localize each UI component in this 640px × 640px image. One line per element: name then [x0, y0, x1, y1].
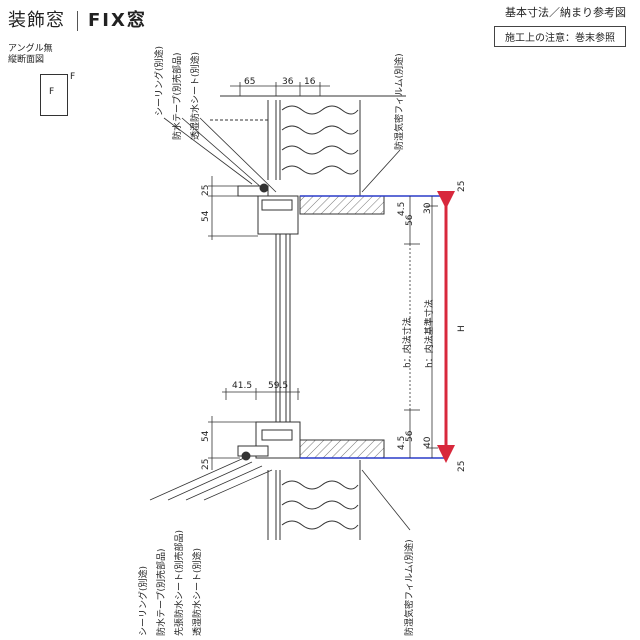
header-right: 基本寸法／納まり参考図 施工上の注意：巻末参照	[494, 4, 626, 47]
inner-ref-dim-label: h：内法基準寸法	[423, 299, 435, 368]
dim-bottom-4-5: 4.5	[397, 436, 407, 450]
subtitle: 基本寸法／納まり参考図	[505, 6, 626, 19]
label-bottom-sealing: シーリング(別途)	[137, 566, 149, 636]
leaders-top	[163, 117, 401, 193]
glass-pane	[275, 234, 291, 422]
model-name: FIX窓	[88, 10, 147, 31]
dim-top-25: 25	[201, 185, 211, 196]
mini-window-tag: F	[70, 72, 76, 82]
height-H-label: H	[457, 325, 467, 332]
page-title: 装飾窓 FIX窓	[8, 6, 147, 32]
dim-top-30: 30	[423, 202, 433, 214]
inner-dim-label: h：内法寸法	[401, 317, 413, 368]
label-top-moisture-sheet: 透湿防水シート(別途)	[189, 52, 201, 140]
dim-bottom-40: 40	[423, 436, 433, 448]
dim-right-25-bottom: 25	[457, 461, 467, 472]
dim-top-36: 36	[282, 77, 294, 87]
dim-top-54: 54	[201, 210, 211, 222]
mini-window-icon: F	[40, 74, 68, 116]
title-separator	[77, 11, 78, 31]
label-top-vapor-film: 防湿気密フィルム(別途)	[393, 53, 405, 150]
label-bottom-vapor-film: 防湿気密フィルム(別途)	[403, 539, 415, 636]
legend-line-1: アングル無	[8, 44, 53, 54]
label-top-sealing: シーリング(別途)	[153, 46, 165, 116]
section-legend: アングル無 縦断面図	[8, 44, 53, 66]
product-name: 装飾窓	[8, 10, 65, 31]
dim-bottom-59-5: 59.5	[268, 381, 288, 391]
dim-bottom-25: 25	[201, 459, 211, 470]
label-bottom-waterproof-tape: 防水テープ(別売部品)	[155, 549, 167, 636]
note-box: 施工上の注意：巻末参照	[494, 26, 626, 47]
mini-window-label: F	[49, 87, 55, 97]
upper-wall	[210, 95, 406, 196]
dim-top-16: 16	[304, 77, 316, 87]
dim-top-4-5: 4.5	[397, 202, 407, 216]
label-top-waterproof-tape: 防水テープ(別売部品)	[171, 53, 183, 140]
frame-bottom	[237, 421, 385, 461]
dim-bottom-41-5: 41.5	[232, 381, 252, 391]
dim-bottom-56: 56	[405, 430, 415, 442]
label-bottom-pre-sheet: 先張防水シート(別売部品)	[173, 530, 185, 636]
dim-bottom-54: 54	[201, 430, 211, 442]
dim-top-65: 65	[244, 77, 255, 87]
dim-top-56: 56	[405, 214, 415, 226]
leaders-bottom	[149, 457, 411, 531]
lower-wall	[267, 460, 361, 540]
label-bottom-moisture-sheet: 透湿防水シート(別途)	[191, 548, 203, 636]
dimension-lines	[208, 82, 438, 470]
frame-top	[237, 183, 385, 235]
dim-right-25-top: 25	[457, 181, 467, 192]
legend-line-2: 縦断面図	[8, 55, 45, 65]
